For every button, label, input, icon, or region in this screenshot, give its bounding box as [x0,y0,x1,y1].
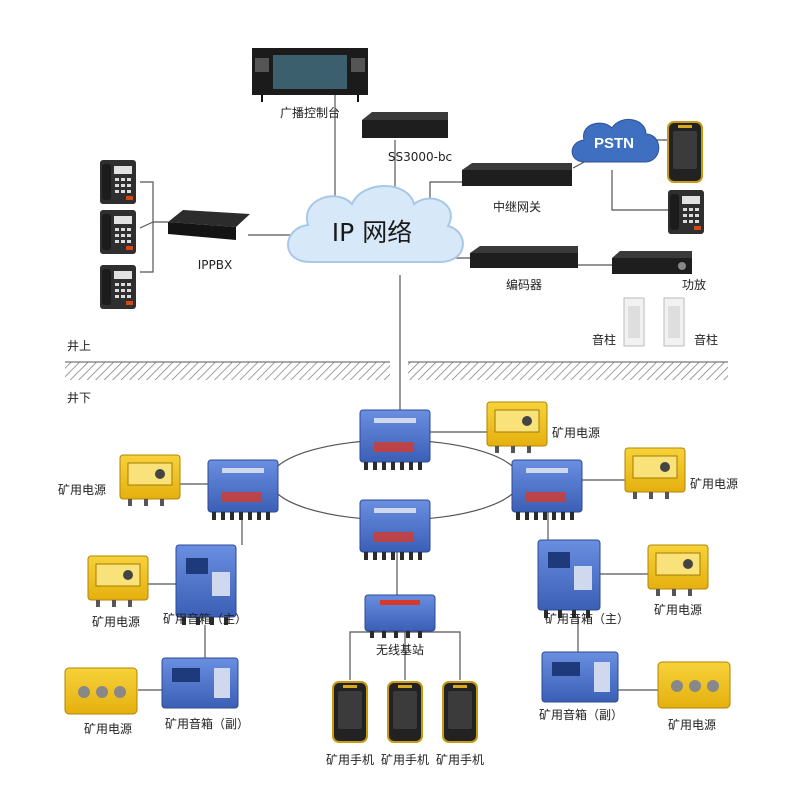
power-left-label: 矿用电源 [58,483,107,497]
power-bottom-right-label: 矿用电源 [667,718,717,732]
server-label: SS3000-bc [387,150,453,164]
speaker-column-1 [623,297,645,347]
power-box-right [624,447,686,500]
amplifier-label: 功放 [682,278,707,292]
desk-phone-right [668,190,704,234]
speaker-sub-right-label: 矿用音箱（副） [538,708,624,722]
desk-phone-1 [100,160,136,204]
power-box-top-right [486,401,548,454]
ippbx-device [168,210,250,240]
wireless-base-station [364,594,436,638]
speaker-column-2 [663,297,685,347]
power-box-left [119,454,181,507]
power-top-label: 矿用电源 [552,426,601,440]
speaker-main-right-label: 矿用音箱（主） [544,612,630,626]
wireless-base-label: 无线基站 [375,643,425,657]
power-box-bottom-right [657,661,731,709]
power-bottom-left-label: 矿用电源 [83,722,133,736]
amplifier-device [612,251,692,274]
ip-network-label: IP 网络 [331,218,413,247]
console-label: 广播控制台 [279,106,341,120]
speaker-main-left-label: 矿用音箱（主） [162,612,248,626]
ippbx-label: IPPBX [197,258,233,272]
phone-3-label: 矿用手机 [435,753,485,767]
encoder-device [470,246,578,268]
phone-1-label: 矿用手机 [325,753,375,767]
ip-network-cloud [287,185,464,263]
mine-phone-2 [387,681,423,743]
mobile-phone-top [667,121,703,183]
pstn-cloud [571,119,660,163]
speaker-sub-left-label: 矿用音箱（副） [164,717,250,731]
power-right-label: 矿用电源 [690,477,739,491]
mine-speaker-sub-right [541,651,619,703]
ground-divider [65,361,728,380]
switch-box-bottom [359,499,431,561]
above-ground-label: 井上 [67,339,92,353]
mine-phone-1 [332,681,368,743]
broadcast-console [252,48,368,102]
server-unit [362,112,448,138]
pstn-label: PSTN [593,135,635,152]
speaker-column-2-label: 音柱 [694,333,719,347]
relay-gateway-label: 中继网关 [492,200,542,214]
switch-box-right [511,459,583,521]
switch-box-top [359,409,431,471]
power-box-mid-right [647,544,709,597]
power-box-bottom-left [64,667,138,715]
mine-phone-3 [442,681,478,743]
power-mid-left-label: 矿用电源 [91,615,141,629]
switch-box-left [207,459,279,521]
mine-speaker-sub-left [161,657,239,709]
power-box-mid-left [87,555,149,608]
relay-gateway-device [462,163,572,186]
encoder-label: 编码器 [505,278,543,292]
desk-phone-2 [100,210,136,254]
mine-speaker-main-left [175,544,237,625]
power-mid-right-label: 矿用电源 [653,603,703,617]
underground-label: 井下 [67,391,92,405]
phone-2-label: 矿用手机 [380,753,430,767]
mine-speaker-main-right [537,539,601,618]
speaker-column-1-label: 音柱 [592,333,617,347]
desk-phone-3 [100,265,136,309]
